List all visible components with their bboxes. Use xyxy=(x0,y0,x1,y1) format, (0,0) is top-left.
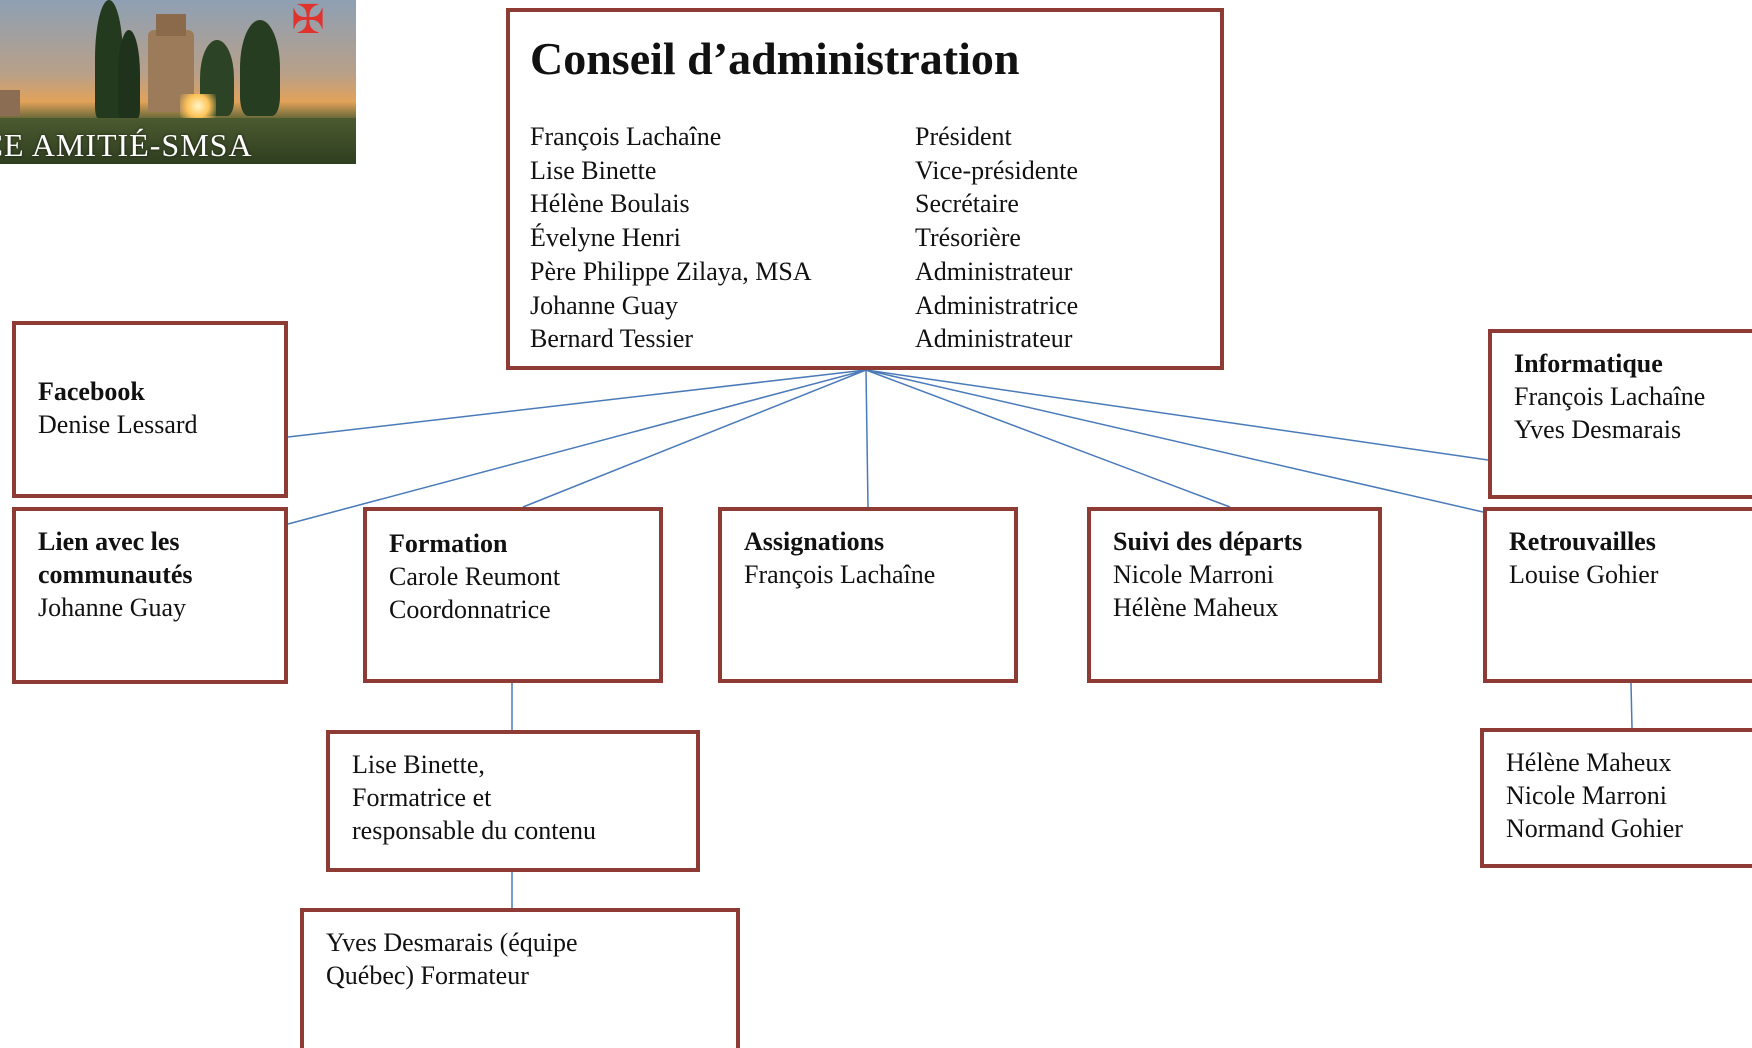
sub-member-line: Lise Binette, xyxy=(352,750,485,779)
committee-title: Informatique xyxy=(1514,349,1663,378)
committee-member: Hélène Maheux xyxy=(1113,593,1279,622)
sub-member-line: Nicole Marroni xyxy=(1506,781,1668,810)
committee-member: Louise Gohier xyxy=(1509,560,1659,589)
suivi-departs-box: Suivi des départs Nicole Marroni Hélène … xyxy=(1087,507,1382,683)
member-names: François Lachaîne Lise Binette Hélène Bo… xyxy=(530,120,812,356)
member-role: Président xyxy=(915,122,1012,151)
committee-title: Lien avec les xyxy=(38,527,180,556)
sub-member-line: responsable du contenu xyxy=(352,816,597,845)
cross-icon: ✠ xyxy=(291,0,325,42)
formation-sub-box-2: Yves Desmarais (équipe Québec) Formateur xyxy=(300,908,740,1048)
connector-lien xyxy=(287,369,867,525)
member-role: Administratrice xyxy=(915,290,1079,320)
logo-image: ✠ ICE AMITIÉ-SMSA xyxy=(0,0,356,164)
member-name: François Lachaîne xyxy=(530,122,722,151)
committee-title: Assignations xyxy=(744,527,885,556)
member-role: Secrétaire xyxy=(915,189,1019,219)
member-role: Administrateur xyxy=(915,324,1073,354)
member-name: Hélène Boulais xyxy=(530,189,690,219)
connector-facebook xyxy=(287,369,867,438)
committee-member: François Lachaîne xyxy=(1514,382,1706,411)
committee-title: Retrouvailles xyxy=(1509,527,1656,556)
committee-member: Denise Lessard xyxy=(38,410,198,439)
logo-text: ICE AMITIÉ-SMSA xyxy=(0,127,253,163)
tree-icon xyxy=(240,20,280,116)
member-name: Johanne Guay xyxy=(530,290,679,320)
field-ground xyxy=(0,118,356,164)
member-role: Administrateur xyxy=(915,256,1073,286)
connector-assignations xyxy=(865,369,869,508)
committee-member: Nicole Marroni xyxy=(1113,560,1275,589)
lien-communautes-box: Lien avec les communautés Johanne Guay xyxy=(12,507,288,684)
retrouvailles-sub-box: Hélène Maheux Nicole Marroni Normand Goh… xyxy=(1480,728,1752,868)
committee-member: Coordonnatrice xyxy=(389,595,551,624)
member-name: Bernard Tessier xyxy=(530,324,694,354)
house-icon xyxy=(0,90,20,116)
formation-box: Formation Carole Reumont Coordonnatrice xyxy=(363,507,663,683)
assignations-box: Assignations François Lachaîne xyxy=(718,507,1018,683)
connector-formation xyxy=(522,369,867,508)
committee-title: communautés xyxy=(38,560,193,589)
retrouvailles-box: Retrouvailles Louise Gohier xyxy=(1483,507,1752,683)
connector-informatique xyxy=(865,369,1489,461)
committee-member: Carole Reumont xyxy=(389,562,561,591)
sub-member-line: Normand Gohier xyxy=(1506,814,1683,843)
member-name: Lise Binette xyxy=(530,155,657,185)
cypress-tree-icon xyxy=(118,30,140,118)
conseil-box: Conseil d’administration François Lachaî… xyxy=(506,8,1224,370)
member-role: Trésorière xyxy=(915,223,1021,253)
connector-suivi xyxy=(865,369,1231,508)
formation-sub-box: Lise Binette, Formatrice et responsable … xyxy=(326,730,700,872)
committee-member: François Lachaîne xyxy=(744,560,936,589)
sub-member-line: Hélène Maheux xyxy=(1506,748,1672,777)
connector-retrouvailles xyxy=(865,369,1484,513)
sub-member-line: Yves Desmarais (équipe xyxy=(326,928,578,957)
sub-member-line: Formatrice et xyxy=(352,783,492,812)
committee-title: Suivi des départs xyxy=(1113,527,1303,556)
member-name: Père Philippe Zilaya, MSA xyxy=(530,256,812,286)
member-name: Évelyne Henri xyxy=(530,223,681,253)
committee-title: Facebook xyxy=(38,377,145,406)
informatique-box: Informatique François Lachaîne Yves Desm… xyxy=(1488,329,1752,499)
member-roles: Président Vice-présidente Secrétaire Tré… xyxy=(915,120,1078,356)
sunset-glow xyxy=(180,94,216,118)
member-role: Vice-présidente xyxy=(915,155,1079,185)
chapel-tower-icon xyxy=(156,14,186,36)
committee-member: Yves Desmarais xyxy=(1514,415,1682,444)
committee-title: Formation xyxy=(389,529,508,558)
committee-member: Johanne Guay xyxy=(38,593,187,622)
facebook-box: Facebook Denise Lessard xyxy=(12,321,288,498)
connector-retrouvailles-sub xyxy=(1630,682,1633,729)
conseil-title: Conseil d’administration xyxy=(530,33,1020,84)
sub-member-line: Québec) Formateur xyxy=(326,961,529,990)
